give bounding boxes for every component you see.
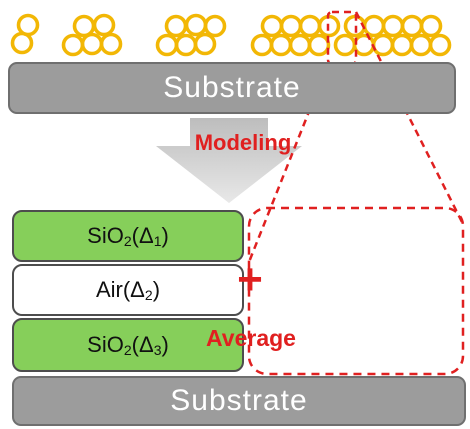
nanoparticle [260,14,284,38]
zoom-guide-right [354,11,465,225]
nanoparticle [10,31,34,55]
nanoparticle [428,33,452,57]
nanoparticle [288,33,312,57]
nanoparticle [333,33,357,57]
bottom-substrate-label: Substrate [170,384,308,417]
nanoparticle [250,33,274,57]
nanoparticle [193,32,217,56]
nanoparticle [203,14,227,38]
nanoparticle [400,14,424,38]
layer-air-delta2: Air(Δ2) [12,264,244,316]
average-label-text: Average [206,324,296,351]
nanoparticle [174,33,198,57]
layer-sio2-delta1: SiO2(Δ1) [12,210,244,262]
nanoparticle [371,33,395,57]
nanoparticle [409,33,433,57]
layer-sio2-delta3: SiO2(Δ3) [12,318,244,372]
nanoparticle [184,13,208,37]
nanoparticle [279,14,303,38]
nanoparticle [80,32,104,56]
average-region-box [247,206,465,376]
layer-label: SiO2(Δ1) [87,223,169,249]
nanoparticle [61,33,85,57]
plus-sign-text: + [237,255,263,304]
layer-label: Air(Δ2) [95,277,161,303]
top-substrate-label: Substrate [163,71,301,104]
average-label: Average [186,322,316,354]
nanoparticle [164,14,188,38]
bottom-substrate: Substrate [12,376,466,426]
modeling-label: Modeling [176,128,310,158]
nanoparticle [419,14,443,38]
nanoparticle [298,14,322,38]
modeling-label-text: Modeling [194,130,292,155]
nanoparticle [92,13,116,37]
nanoparticle [155,33,179,57]
nanoparticle [99,32,123,56]
nanoparticle [381,14,405,38]
nanoparticle [390,33,414,57]
nanoparticle [307,33,331,57]
nanoparticle [16,13,40,37]
plus-sign: + [228,255,272,304]
nanoparticle [362,14,386,38]
nanoparticle [269,33,293,57]
nanoparticle-layer [10,13,452,57]
layer-label: SiO2(Δ3) [87,332,169,358]
nanoparticle [72,14,96,38]
modeling-arrow [156,118,302,203]
top-substrate: Substrate [8,62,456,114]
